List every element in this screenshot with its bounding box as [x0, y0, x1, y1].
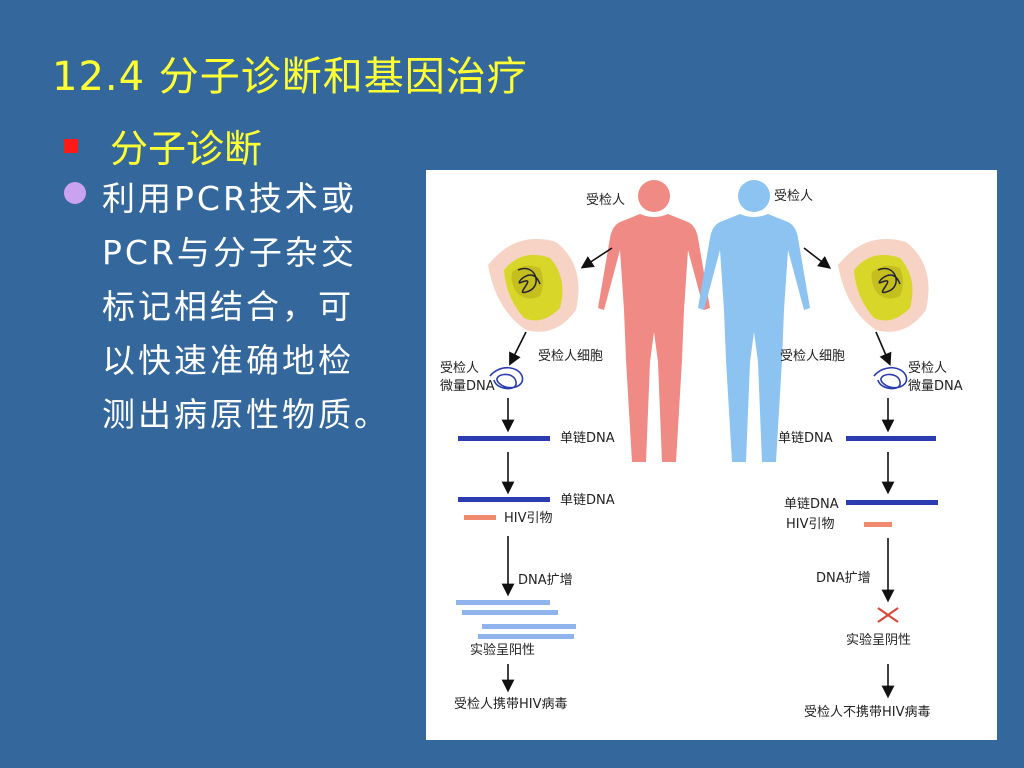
- right-amplify-label: DNA扩增: [816, 571, 871, 586]
- right-dna-label-2: 微量DNA: [908, 379, 963, 394]
- right-primer-label: HIV引物: [786, 517, 835, 532]
- left-person-label: 受检人: [586, 193, 625, 208]
- red-square-bullet-icon: [64, 138, 78, 153]
- section-subtitle: 分子诊断: [110, 127, 263, 171]
- left-ss-label-2: 单链DNA: [560, 493, 615, 508]
- right-ss-dna-strand: [846, 436, 936, 441]
- person-right-silhouette: [698, 180, 810, 462]
- right-primer: [864, 522, 892, 527]
- left-primer-label: HIV引物: [504, 511, 553, 526]
- right-conclusion: 受检人不携带HIV病毒: [804, 704, 931, 720]
- hiv-diagnosis-figure: 受检人 受检人 受检人细胞 受检人细胞 受检人 微量DNA 受检人 微: [426, 170, 997, 740]
- negative-cross-icon: [877, 607, 899, 623]
- slide-title: 12.4 分子诊断和基因治疗: [52, 54, 528, 100]
- right-person-label: 受检人: [774, 189, 813, 204]
- left-ss-label: 单链DNA: [560, 431, 615, 446]
- left-result-label: 实验呈阳性: [470, 642, 535, 658]
- person-left-silhouette: [598, 180, 710, 462]
- right-ss-label: 单链DNA: [778, 431, 833, 446]
- bullet-text: 利用PCR技术或 PCR与分子杂交 标记相结合，可 以快速准确地检 测出病原性物…: [102, 179, 390, 434]
- left-dna-label-2: 微量DNA: [440, 379, 495, 394]
- dna-tangle-right-icon: [873, 366, 908, 390]
- section-heading: 分子诊断: [64, 118, 262, 173]
- left-ss-dna-strand: [458, 436, 550, 441]
- left-conclusion: 受检人携带HIV病毒: [454, 696, 568, 712]
- dna-tangle-left-icon: [489, 366, 524, 390]
- left-ss-dna-strand-2: [458, 497, 550, 502]
- left-amplify-label: DNA扩增: [518, 573, 573, 588]
- cell-right-icon: [838, 238, 929, 332]
- left-primer: [464, 515, 496, 520]
- right-cell-label: 受检人细胞: [780, 349, 845, 364]
- left-dna-label-1: 受检人: [440, 361, 479, 376]
- right-ss-dna-strand-2: [846, 500, 938, 505]
- bullet-point: 利用PCR技术或 PCR与分子杂交 标记相结合，可 以快速准确地检 测出病原性物…: [64, 172, 402, 442]
- right-ss-label-2: 单链DNA: [784, 497, 839, 512]
- left-cell-label: 受检人细胞: [538, 349, 603, 364]
- amplified-dna-strands: [456, 600, 576, 639]
- cell-left-icon: [488, 238, 579, 332]
- purple-dot-bullet-icon: [64, 182, 86, 204]
- right-dna-label-1: 受检人: [908, 361, 947, 376]
- right-result-label: 实验呈阴性: [846, 632, 911, 648]
